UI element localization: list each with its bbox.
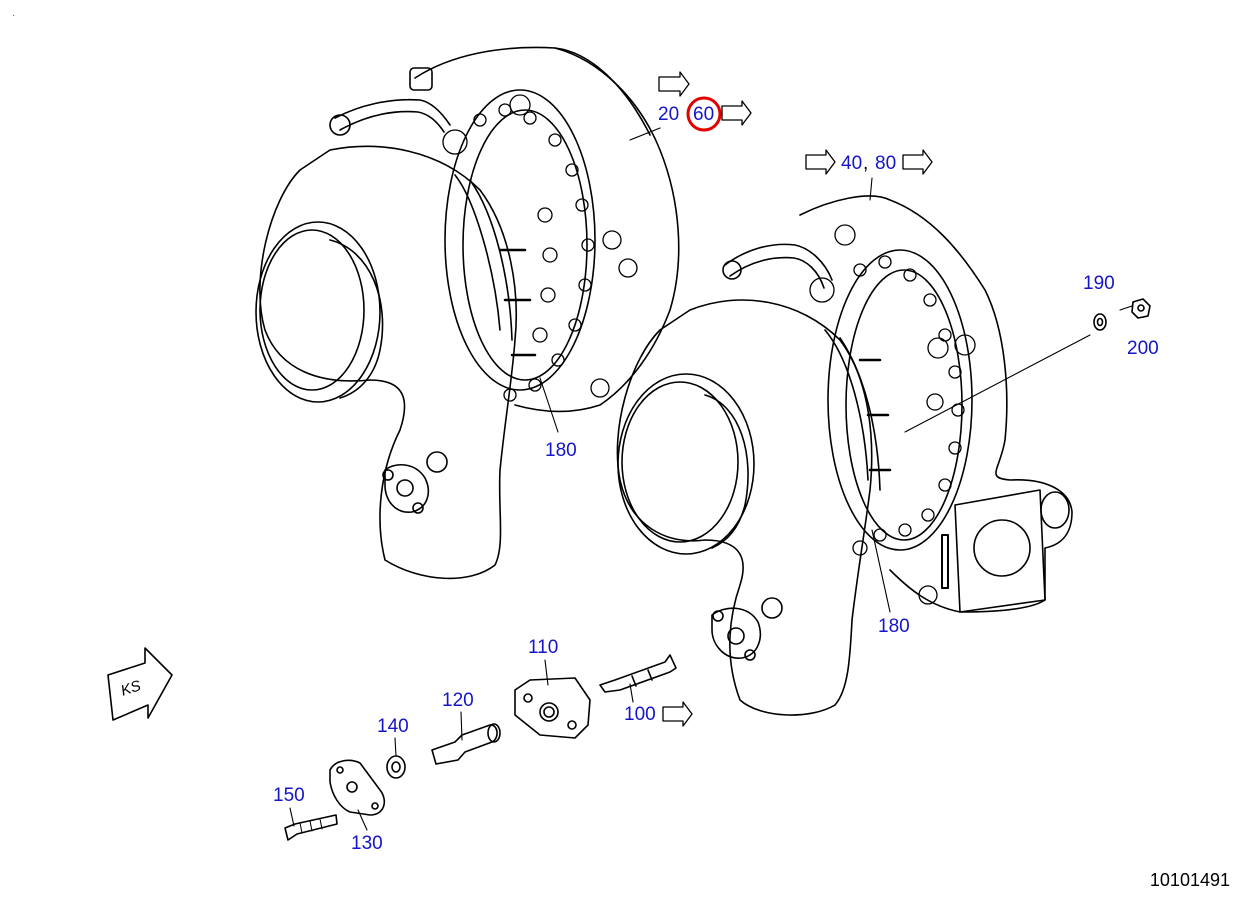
arrow-80	[902, 149, 933, 175]
left-flange-bolts	[442, 94, 638, 402]
small-parts	[284, 298, 1151, 841]
callout-separator: ,	[863, 153, 869, 174]
callout-130[interactable]: 130	[351, 833, 383, 854]
callout-110[interactable]: 110	[528, 637, 559, 658]
callout-20[interactable]: 20	[658, 104, 680, 125]
callout-120[interactable]: 120	[442, 690, 474, 711]
drawing-number: 10101491	[1149, 870, 1230, 890]
highlight-circle-60	[686, 96, 722, 132]
arrow-40	[805, 149, 836, 175]
callout-100[interactable]: 100	[624, 704, 656, 725]
reference-arrows	[107, 71, 933, 727]
callout-140[interactable]: 140	[377, 716, 409, 737]
callout-150[interactable]: 150	[273, 785, 305, 806]
callout-200[interactable]: 200	[1127, 338, 1159, 359]
callout-80[interactable]: 80	[875, 153, 897, 174]
callout-180-left[interactable]: 180	[545, 440, 577, 461]
arrow-60	[721, 100, 752, 126]
ks-stamp	[107, 647, 173, 721]
arrow-100	[662, 701, 693, 727]
right-flange-bolts	[809, 224, 976, 605]
left-turbocharger	[255, 46, 680, 580]
callout-190[interactable]: 190	[1083, 273, 1115, 294]
callout-60[interactable]: 60	[693, 104, 715, 125]
leader-lines	[289, 127, 1133, 831]
callout-40[interactable]: 40	[841, 153, 863, 174]
right-turbocharger	[616, 195, 1073, 716]
callout-180-right[interactable]: 180	[878, 616, 910, 637]
arrow-20	[658, 71, 690, 97]
corner-mark: ·	[12, 10, 16, 21]
